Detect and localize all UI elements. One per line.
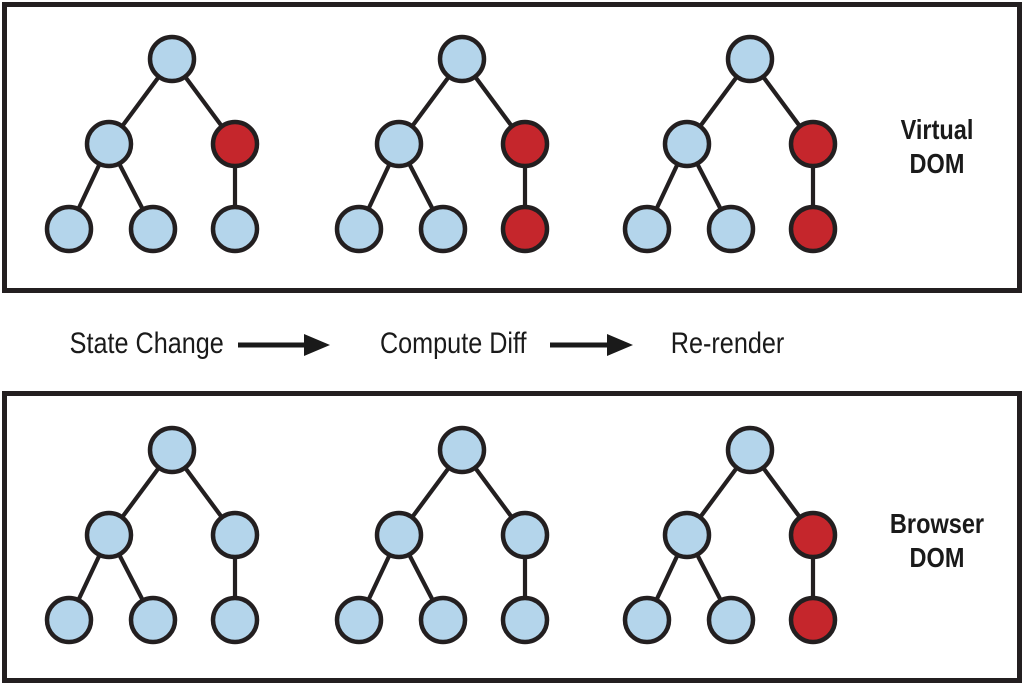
tree-node-leaf-2-blue [418, 204, 468, 254]
tree-node-child-left-blue [374, 510, 424, 560]
tree-node-child-right-red [788, 510, 838, 560]
tree-node-leaf-3-red [788, 204, 838, 254]
flow-step-state-change: State Change [69, 327, 224, 360]
tree-node-leaf-3-blue [500, 595, 550, 645]
tree-node-child-right-blue [210, 510, 260, 560]
tree-node-root-blue [437, 34, 487, 84]
flow-row: State Change Compute Diff Re-render [0, 293, 1024, 391]
tree-node-child-right-red [500, 119, 550, 169]
dom-tree [334, 34, 550, 254]
tree-node-leaf-1-blue [622, 204, 672, 254]
tree-node-child-right-blue [500, 510, 550, 560]
tree-node-leaf-2-blue [128, 595, 178, 645]
tree-node-leaf-2-blue [128, 204, 178, 254]
tree-node-leaf-1-blue [44, 595, 94, 645]
tree-node-leaf-1-blue [622, 595, 672, 645]
tree-node-leaf-3-blue [210, 204, 260, 254]
tree-node-child-left-blue [662, 119, 712, 169]
virtual-dom-label: Virtual DOM [852, 113, 1022, 181]
tree-node-root-blue [725, 425, 775, 475]
tree-node-leaf-3-blue [210, 595, 260, 645]
panel-label-line: DOM [909, 148, 965, 179]
tree-node-leaf-1-blue [334, 595, 384, 645]
tree-node-child-right-red [788, 119, 838, 169]
tree-node-leaf-3-red [788, 595, 838, 645]
tree-node-leaf-2-blue [418, 595, 468, 645]
panel-label-line: Virtual [900, 114, 974, 145]
browser-dom-panel: Browser DOM [2, 391, 1022, 683]
panel-label-line: Browser [889, 508, 985, 539]
tree-node-leaf-3-red [500, 204, 550, 254]
dom-tree [44, 425, 260, 645]
browser-dom-label: Browser DOM [852, 507, 1022, 575]
tree-node-root-blue [147, 34, 197, 84]
tree-node-root-blue [437, 425, 487, 475]
tree-node-root-blue [147, 425, 197, 475]
right-arrow-icon [238, 334, 330, 356]
tree-node-child-left-blue [374, 119, 424, 169]
tree-node-leaf-1-blue [44, 204, 94, 254]
tree-node-child-left-blue [84, 119, 134, 169]
tree-node-child-left-blue [662, 510, 712, 560]
panel-label-line: DOM [909, 542, 965, 573]
virtual-dom-panel: Virtual DOM [2, 2, 1022, 293]
flow-step-compute-diff: Compute Diff [379, 327, 527, 360]
right-arrow-icon [550, 334, 633, 356]
tree-node-leaf-2-blue [706, 204, 756, 254]
tree-node-child-left-blue [84, 510, 134, 560]
flow-step-re-render: Re-render [671, 327, 785, 360]
dom-tree [334, 425, 550, 645]
dom-tree [44, 34, 260, 254]
tree-node-leaf-1-blue [334, 204, 384, 254]
tree-node-root-blue [725, 34, 775, 84]
dom-tree [622, 425, 838, 645]
tree-node-leaf-2-blue [706, 595, 756, 645]
dom-tree [622, 34, 838, 254]
tree-node-child-right-red [210, 119, 260, 169]
